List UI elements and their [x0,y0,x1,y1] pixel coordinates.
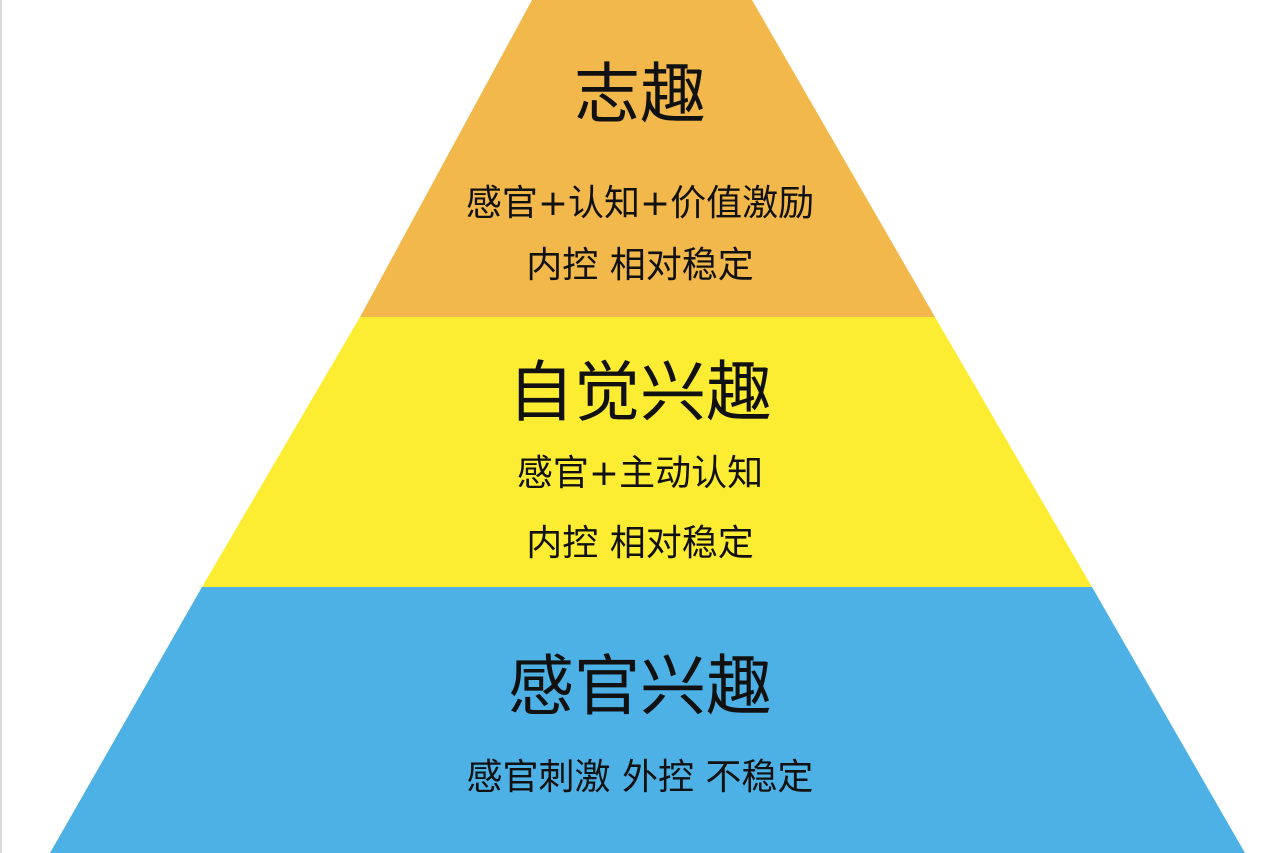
tier-top-title: 志趣 [574,56,706,133]
tier-top-description: 感官+认知+价值激励 [465,183,815,224]
frame-edge [0,0,2,853]
tier-bottom-description: 感官刺激 外控 不稳定 [466,757,814,798]
tier-top-property: 内控 相对稳定 [526,245,754,286]
tier-middle-property: 内控 相对稳定 [526,523,754,564]
tier-bottom-shape [50,587,1245,853]
tier-middle-title: 自觉兴趣 [508,354,772,431]
tier-top-shape [360,0,935,317]
tier-middle-description: 感官+主动认知 [516,453,764,494]
tier-middle-shape [202,317,1092,587]
tier-bottom-title: 感官兴趣 [508,648,772,725]
